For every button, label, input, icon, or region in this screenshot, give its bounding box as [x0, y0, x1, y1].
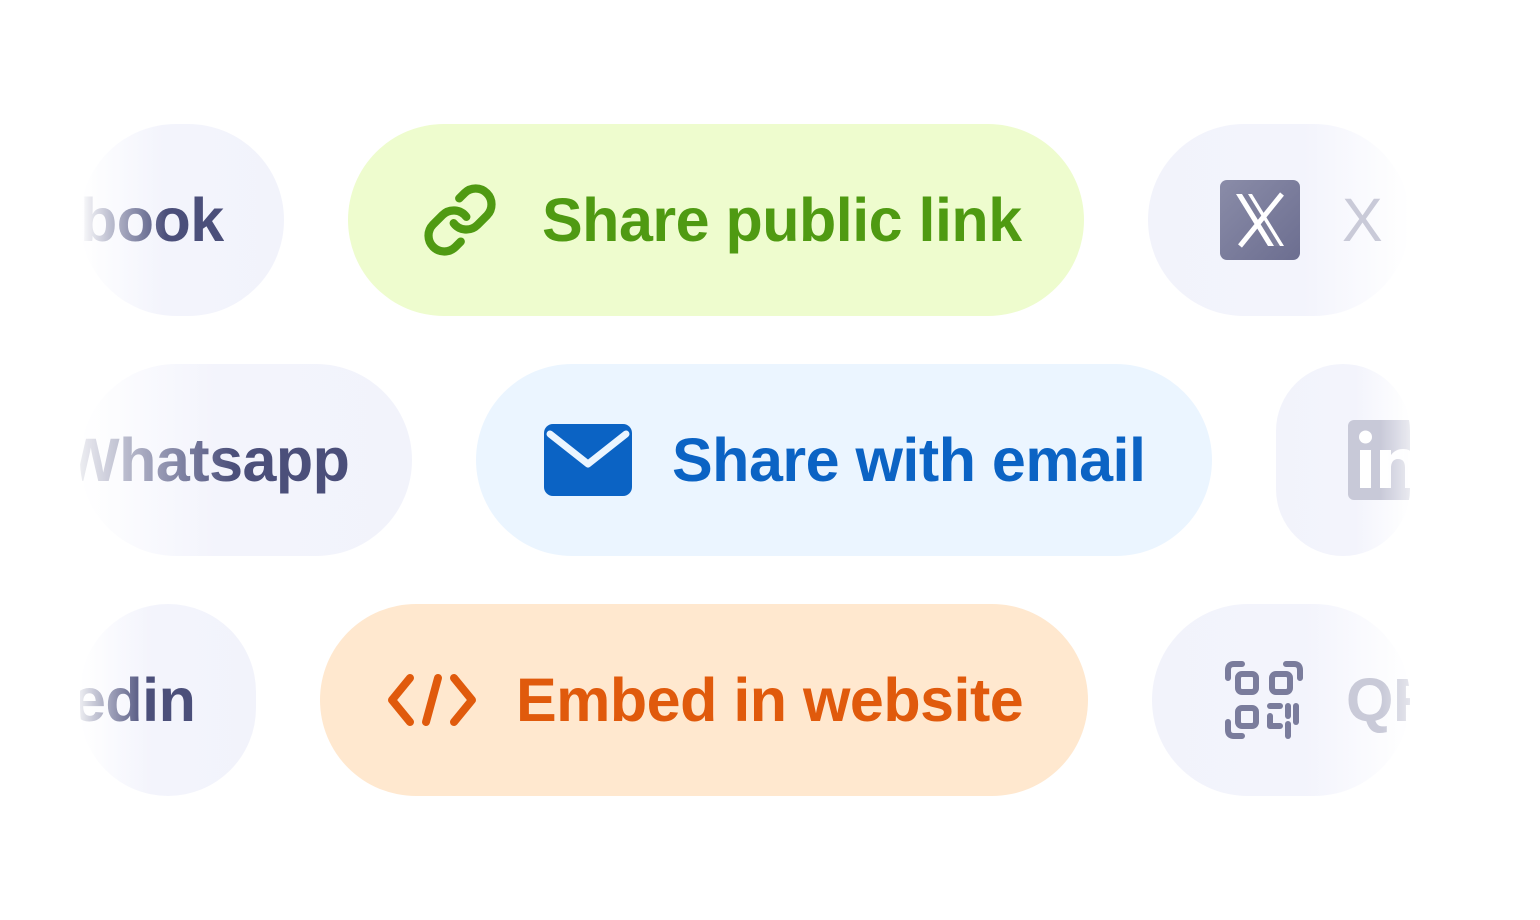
share-public-link-button[interactable]: Share public link — [348, 124, 1084, 316]
linkedin-logo-icon — [1348, 420, 1410, 500]
share-with-email-button[interactable]: Share with email — [476, 364, 1212, 556]
code-icon — [386, 670, 478, 730]
share-linkedin-right-button[interactable]: in — [1276, 364, 1410, 556]
share-with-email-label: Share with email — [672, 426, 1146, 494]
share-facebook-label: book — [80, 186, 224, 254]
share-linkedin-label: edin — [80, 666, 196, 734]
share-linkedin-button[interactable]: edin — [80, 604, 256, 796]
share-facebook-button[interactable]: book — [80, 124, 284, 316]
share-x-label: X — [1342, 186, 1383, 254]
share-whatsapp-button[interactable]: Whatsapp — [80, 364, 412, 556]
share-x-button[interactable]: X — [1148, 124, 1410, 316]
qr-code-icon — [1224, 660, 1304, 740]
share-public-link-label: Share public link — [542, 186, 1022, 254]
embed-in-website-button[interactable]: Embed in website — [320, 604, 1088, 796]
link-icon — [422, 182, 498, 258]
share-qr-label: QR — [1346, 666, 1410, 734]
embed-in-website-label: Embed in website — [516, 666, 1024, 734]
envelope-icon — [544, 424, 632, 496]
share-qr-button[interactable]: QR — [1152, 604, 1410, 796]
share-whatsapp-label: Whatsapp — [80, 426, 350, 494]
x-logo-icon — [1220, 180, 1300, 260]
